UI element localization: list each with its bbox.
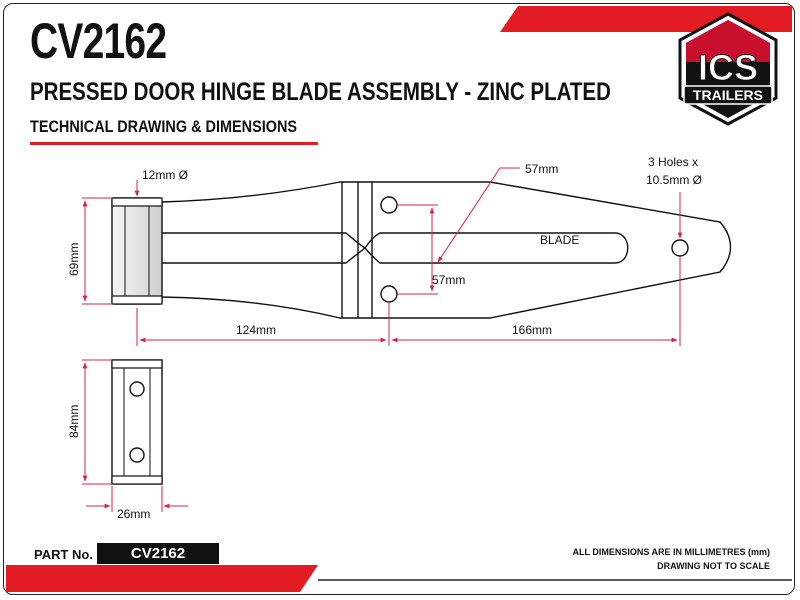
side-width-label: 26mm — [117, 507, 150, 521]
holes-note-line2: 10.5mm Ø — [646, 173, 702, 187]
length-right-label: 166mm — [512, 323, 552, 337]
section-heading: TECHNICAL DRAWING & DIMENSIONS — [30, 117, 298, 136]
heading-underline — [30, 142, 318, 145]
holes-note-line1: 3 Holes x — [648, 155, 698, 169]
pin-diameter-label: 12mm Ø — [142, 168, 188, 182]
scale-note: DRAWING NOT TO SCALE — [657, 561, 770, 571]
side-height-label: 84mm — [67, 405, 81, 438]
hinge-front-view — [159, 181, 732, 319]
part-number-value: CV2162 — [97, 543, 219, 564]
bottom-banner — [6, 565, 318, 592]
part-number-label: PART No. — [34, 547, 93, 562]
ics-trailers-logo: ICS TRAILERS — [678, 12, 778, 126]
dimension-lines — [82, 167, 683, 346]
length-left-label: 124mm — [236, 323, 276, 337]
product-description: PRESSED DOOR HINGE BLADE ASSEMBLY - ZINC… — [30, 78, 611, 106]
units-note: ALL DIMENSIONS ARE IN MILLIMETRES (mm) — [572, 547, 770, 557]
hole-spacing-side-label: 57mm — [432, 273, 465, 287]
blade-label: BLADE — [540, 233, 579, 247]
logo-primary-text: ICS — [698, 47, 758, 88]
hinge-barrel — [111, 197, 163, 305]
part-code-title: CV2162 — [30, 13, 167, 69]
logo-secondary-text: TRAILERS — [693, 87, 763, 103]
drawing-sheet: CV2162 PRESSED DOOR HINGE BLADE ASSEMBLY… — [3, 3, 795, 595]
side-dimension-lines — [82, 359, 188, 512]
hinge-height-label: 69mm — [67, 243, 81, 276]
hinge-side-view — [111, 359, 163, 485]
hole-spacing-top-label: 57mm — [525, 162, 558, 176]
